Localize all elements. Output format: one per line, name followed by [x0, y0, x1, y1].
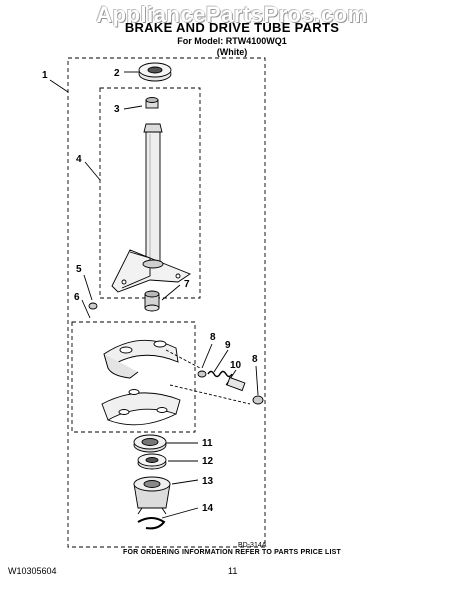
- callout-11: 11: [202, 438, 213, 449]
- callout-13: 13: [202, 476, 214, 487]
- washer-part: [88, 302, 98, 310]
- callout-8-left: 8: [210, 332, 216, 343]
- callout-8-right: 8: [252, 354, 258, 365]
- retaining-ring-part: [137, 517, 166, 530]
- coupling-part: [137, 453, 167, 470]
- color-variant: (White): [216, 47, 248, 57]
- callout-12: 12: [202, 456, 214, 467]
- callout-9: 9: [225, 340, 231, 351]
- assembly-boundary: [67, 57, 266, 548]
- hub-ring-part: [133, 434, 167, 453]
- callout-1: 1: [42, 70, 48, 81]
- brake-assembly-part: [101, 339, 251, 426]
- callout-14: 14: [202, 503, 214, 514]
- drive-tube-part: [111, 123, 191, 293]
- clutch-part: [133, 476, 171, 515]
- spring-assembly-part: [197, 370, 264, 405]
- bearing-part: [138, 62, 172, 82]
- bushing-part: [144, 290, 160, 312]
- document-id: W10305604: [8, 566, 57, 576]
- page-number: 11: [228, 566, 238, 576]
- ordering-note: FOR ORDERING INFORMATION REFER TO PARTS …: [122, 549, 342, 556]
- model-line: For Model: RTW4100WQ1: [177, 36, 287, 46]
- callout-4: 4: [76, 154, 82, 165]
- callout-7: 7: [184, 279, 190, 290]
- page-title: BRAKE AND DRIVE TUBE PARTS: [124, 20, 340, 35]
- callout-5: 5: [76, 264, 82, 275]
- callout-3: 3: [114, 104, 120, 115]
- brake-box: [71, 321, 196, 433]
- callout-2: 2: [114, 68, 120, 79]
- seal-part: [145, 97, 159, 109]
- drawing-code: BD-314A: [238, 542, 267, 549]
- callout-6: 6: [74, 292, 80, 303]
- callout-10: 10: [230, 360, 242, 371]
- watermark: AppliancePartsPros.com: [96, 2, 368, 27]
